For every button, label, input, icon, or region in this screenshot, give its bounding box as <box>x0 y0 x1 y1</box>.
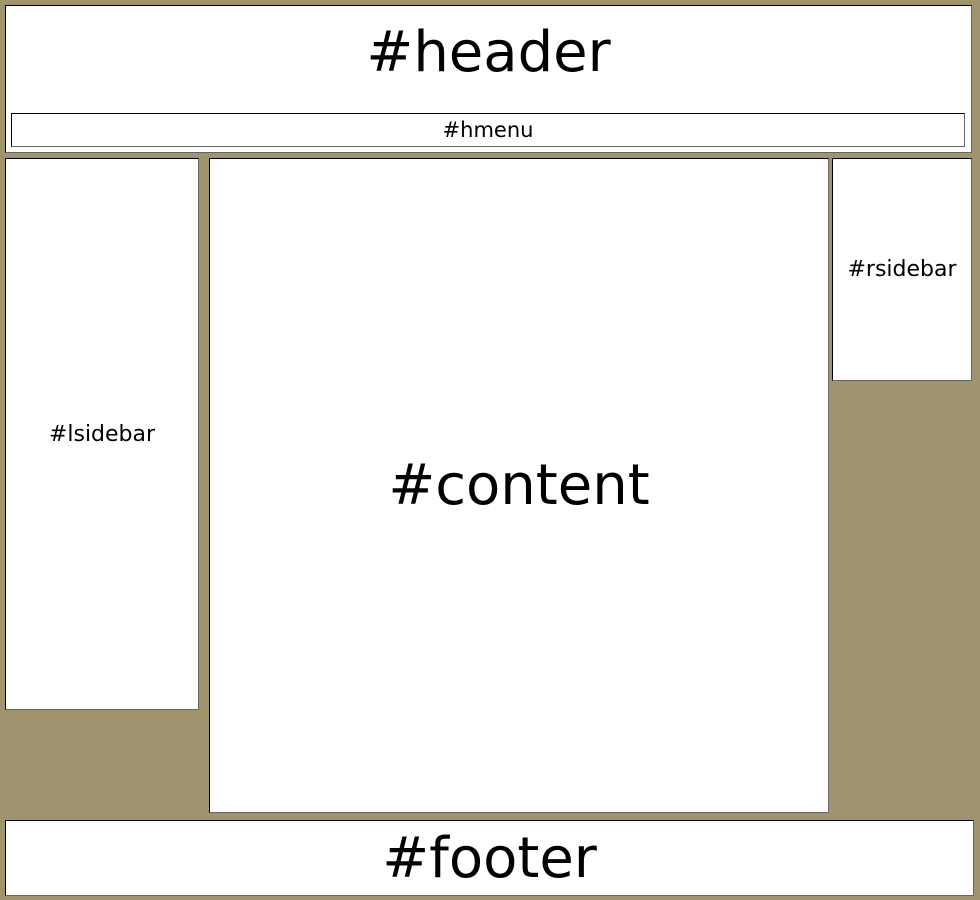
footer-label: #footer <box>382 825 597 891</box>
content-label: #content <box>388 453 650 518</box>
footer-region: #footer <box>5 820 974 896</box>
rsidebar-label: #rsidebar <box>847 257 957 282</box>
content-region: #content <box>209 158 829 813</box>
header-label: #header <box>366 20 611 85</box>
left-sidebar-region: #lsidebar <box>5 158 199 710</box>
hmenu-region: #hmenu <box>11 113 965 147</box>
hmenu-label: #hmenu <box>442 118 534 142</box>
right-sidebar-region: #rsidebar <box>832 158 972 381</box>
lsidebar-label: #lsidebar <box>48 421 156 447</box>
